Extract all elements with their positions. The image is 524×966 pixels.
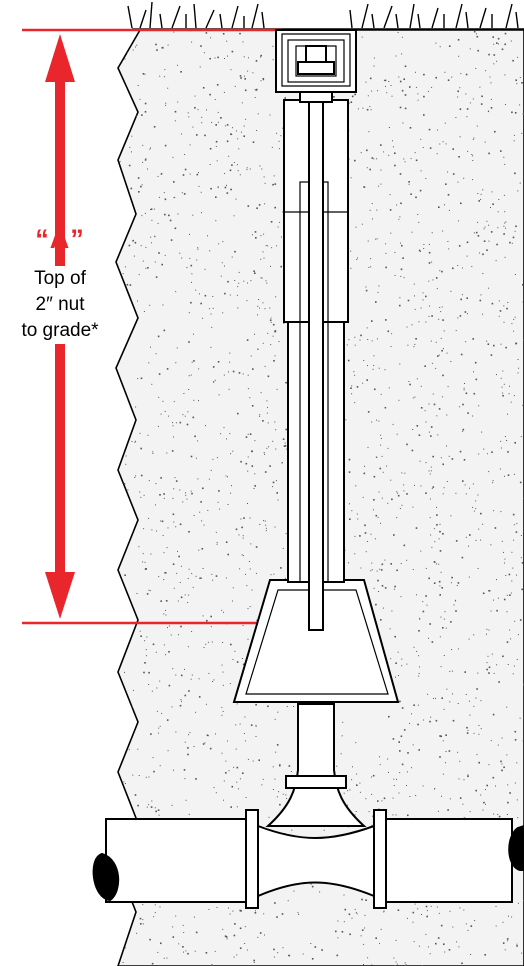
dimension-description: Top of 2″ nut to grade* <box>10 266 110 344</box>
grass-icon <box>127 1 519 29</box>
valve-box-icon <box>232 29 400 703</box>
dimension-description-line-3: to grade* <box>21 320 99 341</box>
dimension-label-letter: “A” <box>35 224 85 254</box>
water-main-pipe-icon <box>92 818 524 903</box>
dimension-description-line-1: Top of <box>34 268 86 289</box>
dimension-description-line-2: 2″ nut <box>35 294 85 315</box>
